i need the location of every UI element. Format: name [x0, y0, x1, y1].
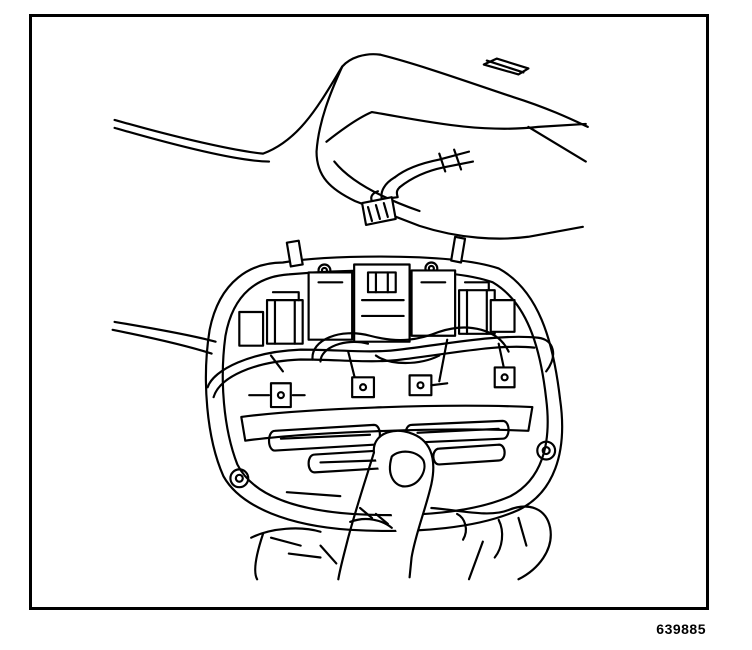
retaining-clips [285, 235, 467, 268]
figure-number: 639885 [656, 621, 706, 637]
overhead-console-illustration [111, 53, 589, 581]
terminal-clips [248, 366, 516, 409]
wiring-harness [370, 148, 475, 203]
console-wiring [206, 326, 555, 399]
center-module [307, 263, 457, 343]
hand [250, 429, 552, 581]
figure-frame [29, 14, 709, 610]
roof-opening [315, 53, 589, 240]
harness-connector [360, 196, 397, 226]
